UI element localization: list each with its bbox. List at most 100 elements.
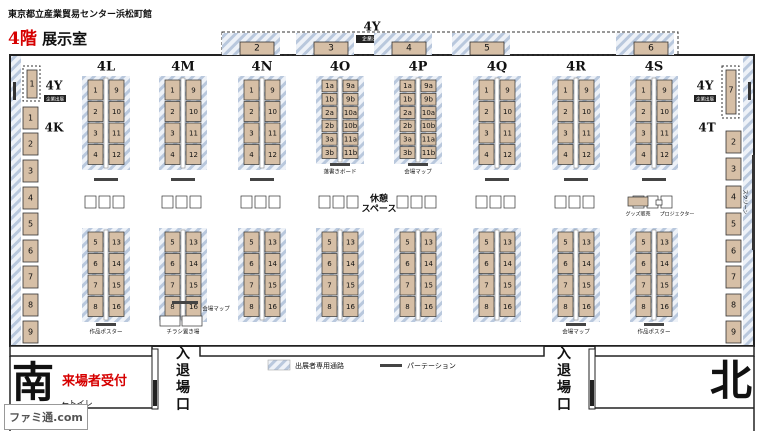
island-bottom-4M-booth xyxy=(185,253,202,274)
island-bottom-4M-booth-number: 15 xyxy=(189,281,198,289)
island-top-4P-booth xyxy=(420,79,437,93)
island-bottom-4R-spine xyxy=(573,229,579,321)
island-top-4N-booth-number: 4 xyxy=(249,151,254,159)
island-top-4O-booth-number: 11a xyxy=(344,136,357,144)
island-bottom-4M-booth-number: 8 xyxy=(170,303,174,311)
island-bottom-4N-booth-number: 8 xyxy=(249,303,253,311)
island-bottom-4Q-booth xyxy=(499,253,516,274)
map-board-right xyxy=(566,323,586,326)
rest-space-label-2: スペース xyxy=(362,204,397,215)
island-top-4M-booth xyxy=(164,101,181,122)
island-top-4O-booth-number: 9a xyxy=(346,82,355,90)
island-bottom-4Q-booth xyxy=(478,253,495,274)
island-top-4O-booth xyxy=(321,119,338,133)
left-wall-booth xyxy=(22,265,39,289)
island-bottom-4Q-booth-number: 15 xyxy=(503,281,512,289)
bench xyxy=(489,195,502,209)
island-top-4M-booth xyxy=(164,144,181,165)
island-top-4L-booth xyxy=(108,101,125,122)
island-bottom-4L-booth xyxy=(87,231,104,253)
island-bottom-4P-booth-number: 15 xyxy=(424,281,433,289)
island-bottom-4L-booth-number: 13 xyxy=(112,238,121,246)
bench xyxy=(396,195,409,209)
bench xyxy=(554,195,567,209)
legend-partition-label: パーテーション xyxy=(407,362,456,370)
island-top-4R-booth-number: 12 xyxy=(582,151,591,159)
island-bottom-4S-booth-number: 13 xyxy=(660,238,669,246)
island-top-4Q-booth xyxy=(499,122,516,144)
island-bottom-4R-booth xyxy=(578,231,595,253)
island-bottom-4Q-booth-number: 14 xyxy=(503,260,512,268)
right-wall-booth xyxy=(725,265,742,289)
legend-path-swatch xyxy=(267,359,291,371)
left-wall-booth xyxy=(22,239,39,263)
island-bottom-4N-booth-number: 6 xyxy=(249,260,254,268)
island-bottom-4S-booth xyxy=(635,253,652,274)
left-wall-booth-number: 1 xyxy=(28,114,33,123)
island-bottom-4O-booth-number: 5 xyxy=(327,238,331,246)
island-top-4M-booth-number: 11 xyxy=(189,129,198,137)
top-booth xyxy=(391,41,427,56)
island-top-4P-booth xyxy=(420,106,437,119)
island-top-4R-booth xyxy=(578,122,595,144)
island-top-4R-booth-number: 1 xyxy=(563,86,567,94)
island-top-4M-booth xyxy=(164,122,181,144)
right-wall-booth-number: 2 xyxy=(731,138,736,147)
island-bottom-4N-booth-number: 14 xyxy=(268,260,277,268)
island-bottom-4R-booth-number: 15 xyxy=(582,281,591,289)
island-top-4S-spine xyxy=(651,77,657,169)
island-bottom-4L-booth xyxy=(108,231,125,253)
island-bottom-4O-booth xyxy=(342,253,359,274)
island-bottom-4R-booth-number: 5 xyxy=(563,238,567,246)
kaijo-map-left-label: 会場マップ xyxy=(202,305,230,313)
flyer-table-1 xyxy=(159,315,181,327)
island-bottom-4P-booth-number: 6 xyxy=(405,260,410,268)
island-top-4S-booth xyxy=(656,101,673,122)
top-booth xyxy=(239,41,275,56)
right-wall-booth xyxy=(725,157,742,181)
left-wall-booth xyxy=(22,186,39,210)
island-bottom-4S-booth-number: 16 xyxy=(660,303,669,311)
island-bottom-4N-booth-number: 15 xyxy=(268,281,277,289)
island-bottom-4L-booth-number: 16 xyxy=(112,303,121,311)
island-bottom-4L-booth xyxy=(87,296,104,317)
left-4k-label: 4K xyxy=(45,121,64,135)
island-top-4Q-booth-number: 10 xyxy=(503,108,512,116)
bottom-wall-left xyxy=(9,345,153,357)
island-top-4Q-booth-number: 1 xyxy=(484,86,488,94)
right-wall-booth xyxy=(725,239,742,263)
island-top-4N-booth-number: 12 xyxy=(268,151,277,159)
island-top-4S-booth-number: 1 xyxy=(641,86,645,94)
island-top-4O-booth xyxy=(342,79,359,93)
island-top-4S-booth-number: 3 xyxy=(641,129,645,137)
island-top-4Q-booth xyxy=(499,79,516,101)
right-4y-booth-number: 7 xyxy=(728,86,733,95)
island-bottom-4S-booth-number: 8 xyxy=(641,303,645,311)
island-bottom-4Q-spine xyxy=(494,229,500,321)
island-bottom-4O-booth-number: 6 xyxy=(327,260,332,268)
island-top-4P-booth xyxy=(420,92,437,106)
island-bottom-4N-spine xyxy=(259,229,265,321)
island-top-4N-booth xyxy=(243,122,260,144)
top-booth xyxy=(313,41,349,56)
island-bottom-4P-booth xyxy=(420,231,437,253)
island-bottom-4P-booth xyxy=(399,253,416,274)
island-top-4L-booth xyxy=(108,79,125,101)
island-top-4N-booth-number: 3 xyxy=(249,129,253,137)
island-top-4N-booth-number: 1 xyxy=(249,86,253,94)
island-top-4S-booth xyxy=(656,79,673,101)
floor-heading: 4階 展示室 xyxy=(8,24,87,49)
island-top-4Q-booth xyxy=(478,144,495,165)
right-wall-booth-number: 6 xyxy=(731,247,736,256)
island-bottom-4R-booth xyxy=(578,253,595,274)
island-bottom-4L-spine xyxy=(103,229,109,321)
top-booth-enclosure xyxy=(221,31,679,56)
rakugaki-label: 落書きボード xyxy=(323,168,356,176)
map-board-left xyxy=(172,301,198,304)
left-wall-booth-number: 7 xyxy=(28,273,33,282)
top-4y-label: 4Y xyxy=(364,20,381,34)
flyer-table-2 xyxy=(181,315,203,327)
island-top-4Q-booth xyxy=(478,101,495,122)
island-top-4L-booth-number: 4 xyxy=(93,151,98,159)
